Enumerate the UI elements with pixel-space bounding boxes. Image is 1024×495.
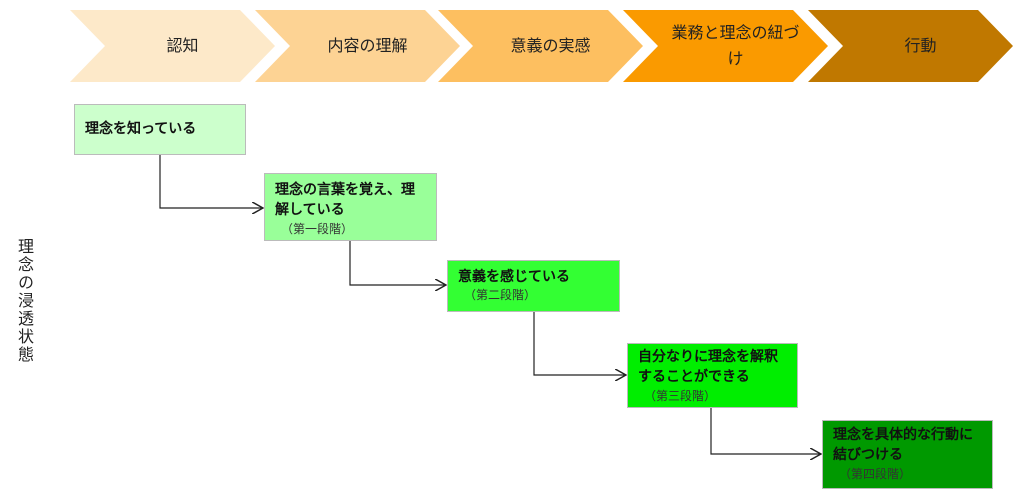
step-text: 意義を感じている bbox=[458, 269, 570, 285]
stage-label: 行動 bbox=[904, 36, 937, 56]
axis-label: 理念の浸透状態 bbox=[15, 238, 34, 364]
step-text: 理念の言葉を覚え、理解している bbox=[275, 182, 415, 219]
step-stage: （第四段階） bbox=[839, 466, 912, 481]
step-box-2: 意義を感じている （第二段階） bbox=[447, 260, 620, 312]
stage-label: 内容の理解 bbox=[327, 36, 408, 56]
step-stage: （第一段階） bbox=[281, 221, 354, 236]
step-box-1: 理念の言葉を覚え、理解している （第一段階） bbox=[264, 173, 437, 241]
connector-arrow bbox=[533, 311, 626, 375]
step-text: 理念を知っている bbox=[85, 121, 197, 137]
step-text: 理念を具体的な行動に結びつける bbox=[833, 427, 973, 464]
step-stage: （第二段階） bbox=[464, 288, 537, 303]
step-stage: （第三段階） bbox=[644, 388, 717, 403]
step-box-3: 自分なりに理念を解釈することができる （第三段階） bbox=[627, 343, 798, 408]
stage-label: 意義の実感 bbox=[510, 36, 591, 56]
stage-label: 認知 bbox=[166, 36, 199, 56]
connector-arrow bbox=[710, 407, 821, 454]
stage-label: 業務と理念の紐づけ bbox=[671, 23, 800, 68]
connector-arrow bbox=[349, 240, 446, 285]
step-box-4: 理念を具体的な行動に結びつける （第四段階） bbox=[822, 420, 993, 489]
connector-arrow bbox=[159, 154, 263, 208]
step-text: 自分なりに理念を解釈することができる bbox=[638, 349, 778, 386]
step-box-0: 理念を知っている bbox=[74, 104, 246, 155]
